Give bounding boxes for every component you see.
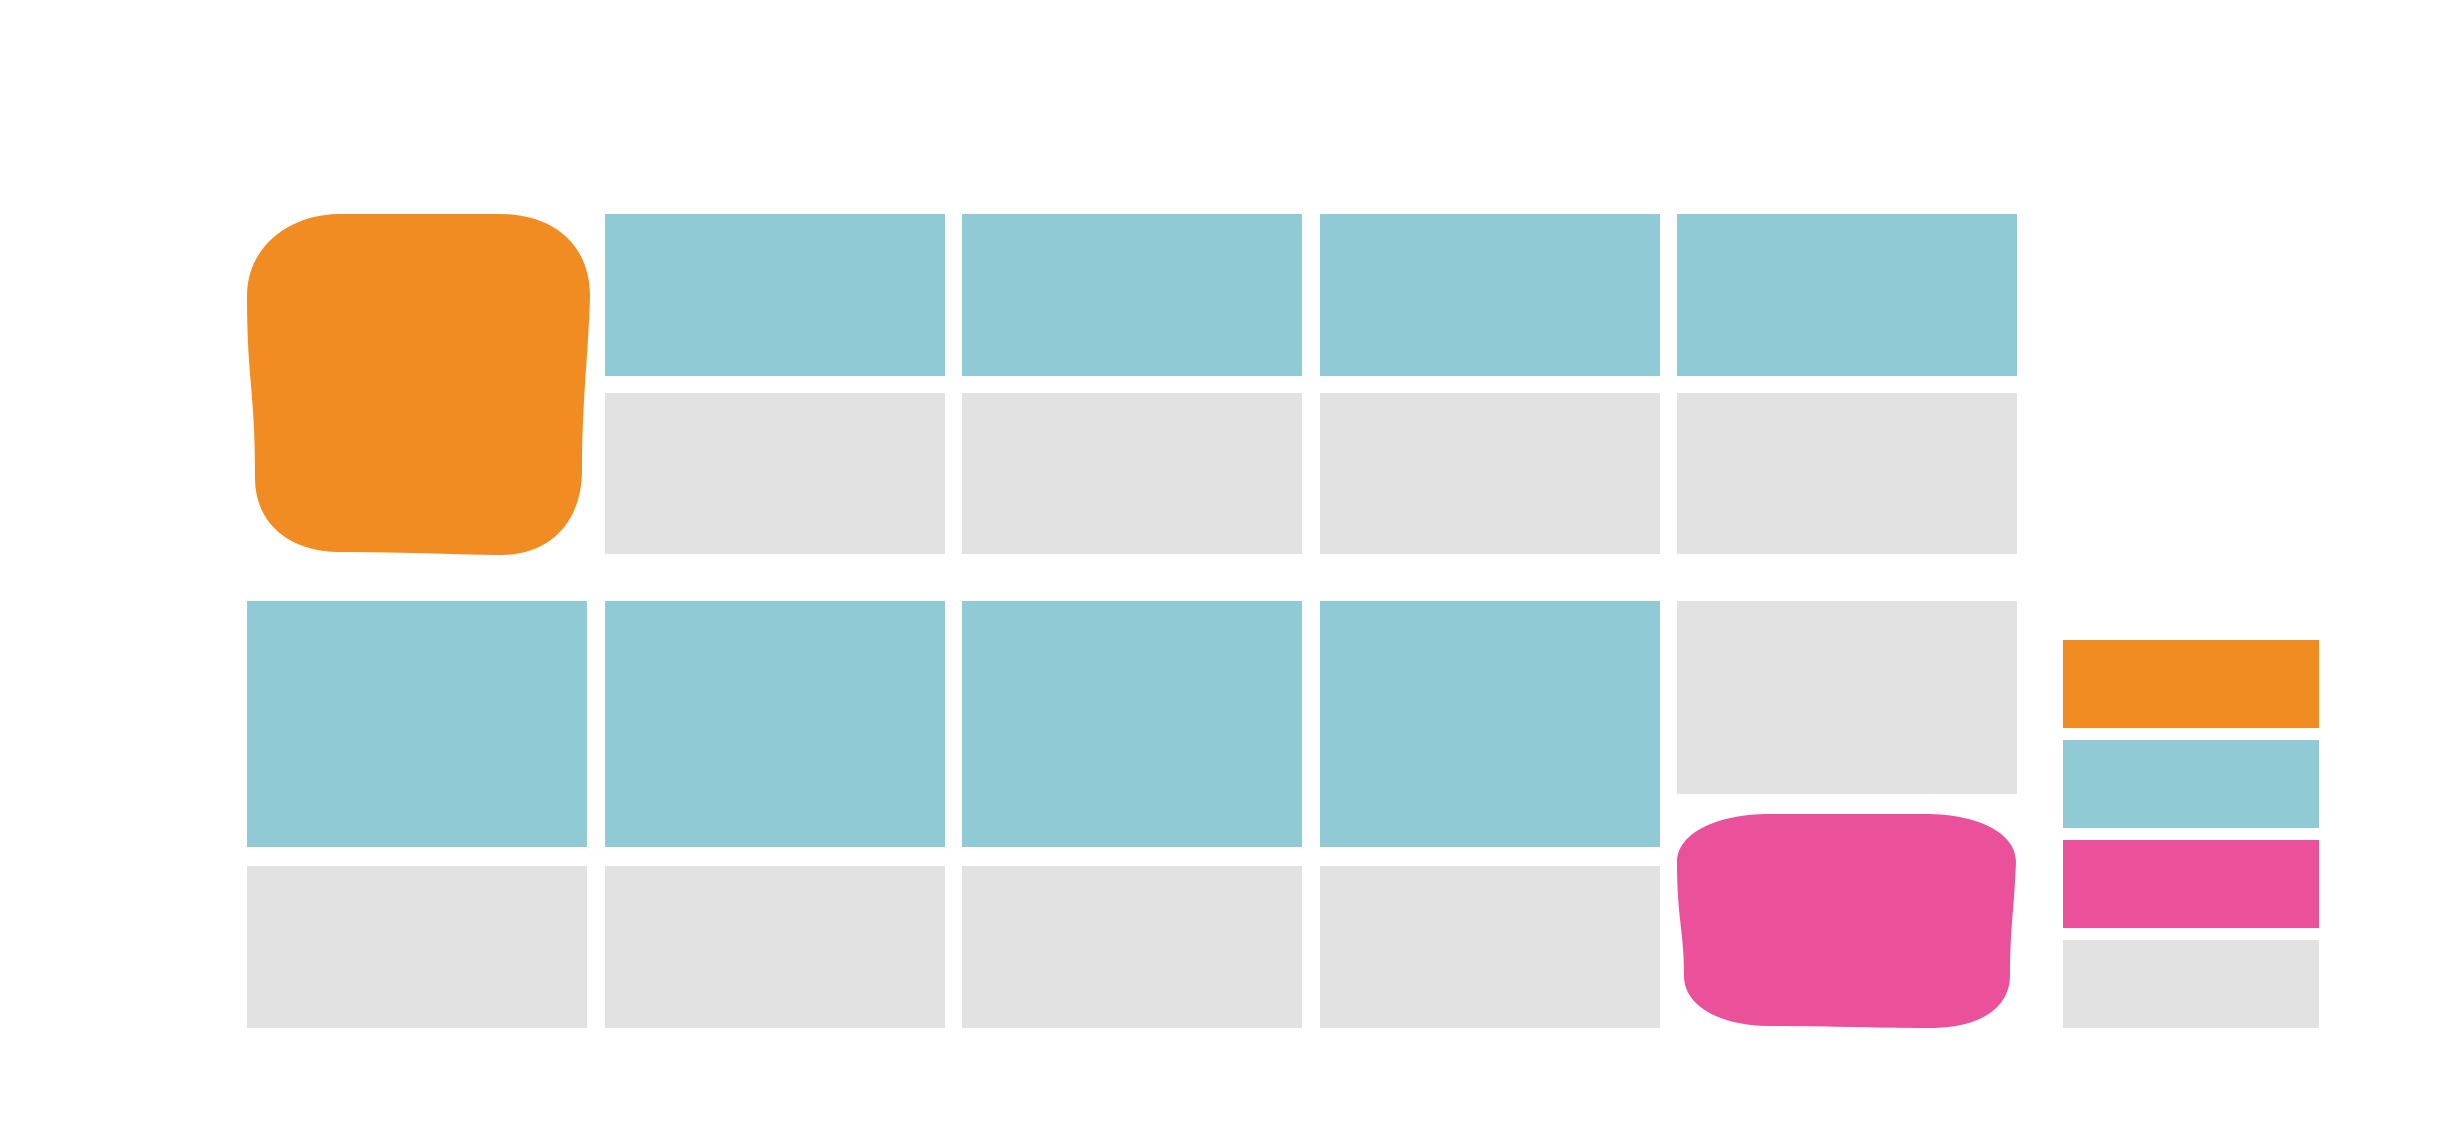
upper-body-cell — [962, 393, 1302, 554]
lower-grid — [247, 601, 2017, 1028]
upper-header-cell — [1677, 214, 2017, 376]
upper-grid — [247, 214, 2017, 556]
legend-swatch-gray — [2063, 940, 2319, 1028]
lower-header-cell — [247, 601, 587, 847]
lower-body-cell — [605, 866, 945, 1028]
upper-header-cell — [605, 214, 945, 376]
legend — [2063, 640, 2319, 1028]
lower-header-cell — [962, 601, 1302, 847]
upper-body-cell — [1677, 393, 2017, 554]
lower-body-cell — [1320, 866, 1660, 1028]
orange-blob — [247, 214, 590, 556]
legend-swatch-orange — [2063, 640, 2319, 728]
lower-header-cell — [605, 601, 945, 847]
upper-header-cell — [962, 214, 1302, 376]
lower-body-cell — [962, 866, 1302, 1028]
pink-blob — [1677, 814, 2016, 1028]
lower-body-cell — [247, 866, 587, 1028]
upper-header-cell — [1320, 214, 1660, 376]
legend-swatch-blue — [2063, 740, 2319, 828]
upper-body-cell — [605, 393, 945, 554]
upper-body-cell — [1320, 393, 1660, 554]
lower-header-cell — [1677, 601, 2017, 794]
legend-swatch-pink — [2063, 840, 2319, 928]
lower-header-cell — [1320, 601, 1660, 847]
